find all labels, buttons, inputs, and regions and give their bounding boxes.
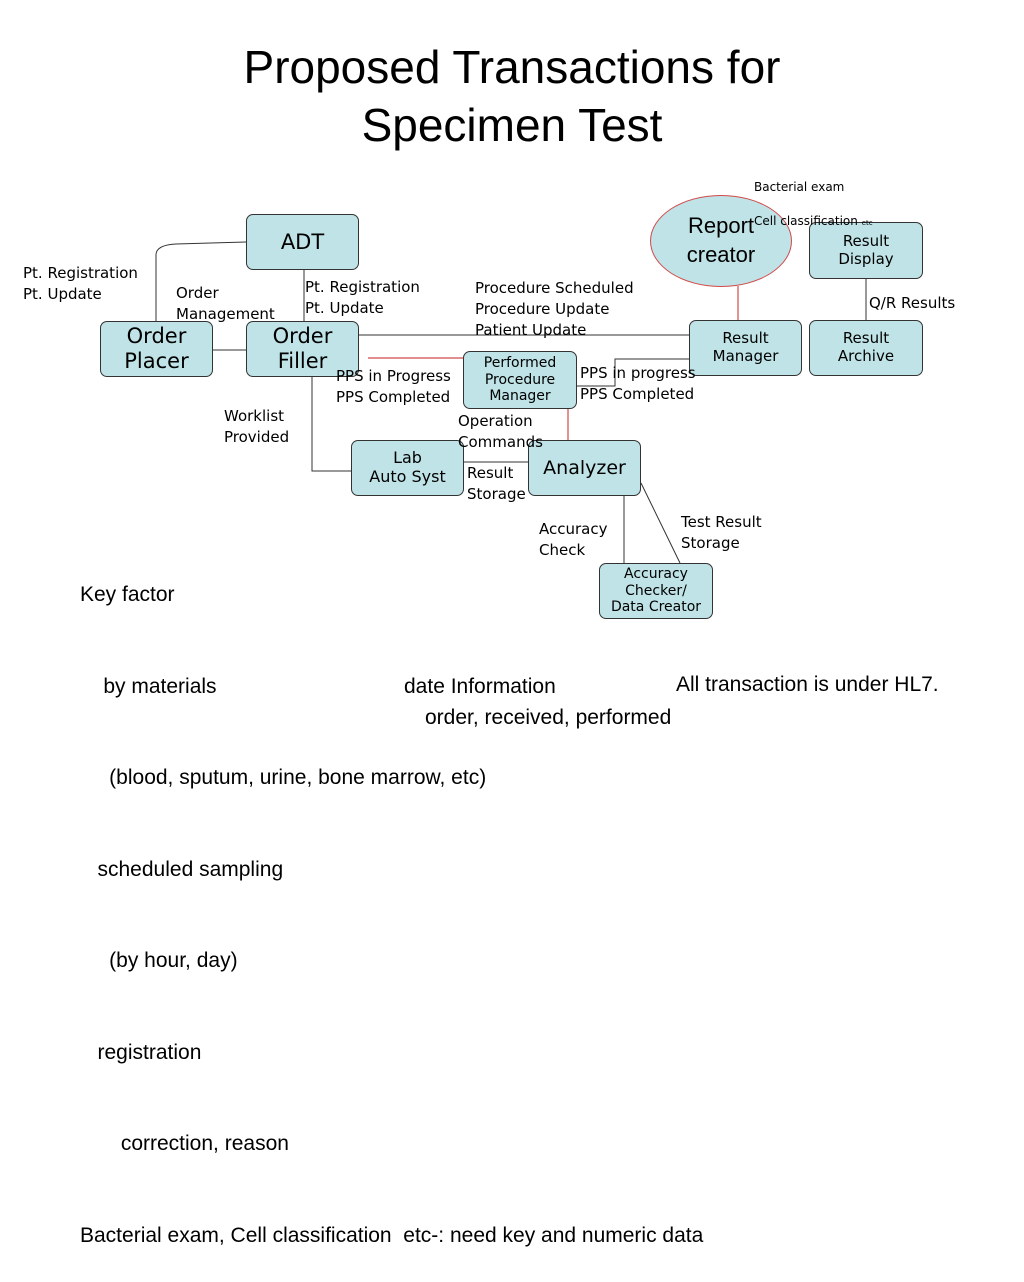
note-line-5: (by hour, day) <box>80 949 238 972</box>
order-filler-box: Order Filler <box>246 321 359 377</box>
operation-commands-label: Operation Commands <box>458 412 543 451</box>
performed-procedure-manager-box: Performed Procedure Manager <box>463 351 577 409</box>
qr-results-label: Q/R Results <box>869 294 956 312</box>
procedure-messages-label: Procedure Scheduled Procedure Update Pat… <box>475 279 634 339</box>
line-ppm-to-result-manager <box>577 358 689 387</box>
report-creator-oval: Report creator <box>650 195 792 287</box>
test-result-storage-label: Test Result Storage <box>681 513 762 552</box>
accuracy-check-label: Accuracy Check <box>539 520 608 559</box>
title-line-1: Proposed Transactions for <box>243 41 781 93</box>
result-manager-box: Result Manager <box>689 320 802 376</box>
pt-registration-left-label: Pt. Registration Pt. Update <box>23 264 138 303</box>
bacterial-exam-text: Bacterial exam <box>754 180 845 194</box>
etc-text: etc <box>861 219 873 227</box>
analyzer-box: Analyzer <box>528 440 641 496</box>
key-factor-notes: Key factor by materials (blood, sputum, … <box>80 519 703 1282</box>
bacterial-exam-label: Bacterial exam Cell classification etc <box>754 162 873 249</box>
pps-left-label: PPS in Progress PPS Completed <box>336 367 451 406</box>
cell-classification-text: Cell classification <box>754 214 858 228</box>
result-display-box: Result Display <box>809 222 923 279</box>
line-adt-to-placer <box>155 241 247 322</box>
pt-registration-mid-label: Pt. Registration Pt. Update <box>305 278 420 317</box>
hl7-note: All transaction is under HL7. <box>676 673 939 696</box>
order-placer-box: Order Placer <box>100 321 213 377</box>
note-line-6: registration <box>80 1040 202 1064</box>
note-line-7: correction, reason <box>80 1132 289 1155</box>
date-information-note: date Information <box>404 675 556 698</box>
title-line-2: Specimen Test <box>361 99 663 151</box>
worklist-provided-label: Worklist Provided <box>224 407 290 446</box>
note-line-1: Key factor <box>80 583 175 606</box>
connector-lines <box>155 241 867 564</box>
adt-box: ADT <box>246 214 359 270</box>
order-management-label: Order Management <box>176 284 275 323</box>
cell-classification-line: Cell classification etc <box>754 213 873 232</box>
note-line-2: by materials <box>80 674 217 698</box>
pps-right-label: PPS in progress PPS Completed <box>580 364 696 403</box>
line-filler-to-lab-auto <box>311 376 351 472</box>
note-line-8: Bacterial exam, Cell classification etc-… <box>80 1223 704 1247</box>
result-archive-box: Result Archive <box>809 320 923 376</box>
note-line-4: scheduled sampling <box>80 857 284 881</box>
lab-auto-syst-box: Lab Auto Syst <box>351 440 464 496</box>
accuracy-checker-box: Accuracy Checker/ Data Creator <box>599 563 713 619</box>
line-analyzer-to-checker-storage <box>640 482 681 564</box>
page-title: Proposed Transactions for Specimen Test <box>0 38 1024 154</box>
date-detail-note: order, received, performed <box>425 706 672 729</box>
result-storage-label: Result Storage <box>467 464 526 503</box>
